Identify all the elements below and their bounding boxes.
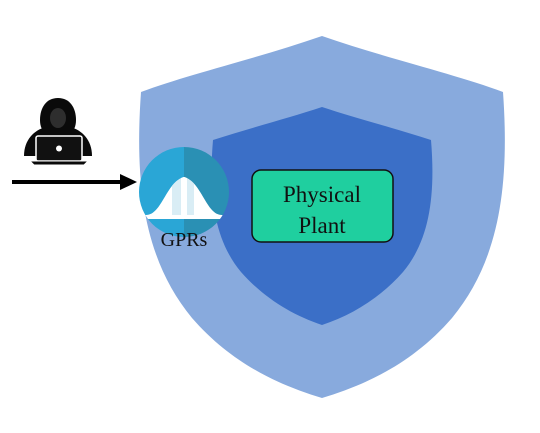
arrow-right-icon	[12, 174, 137, 190]
plant-label-line2: Plant	[298, 213, 346, 238]
hacker-icon	[24, 98, 92, 166]
plant-label-line1: Physical	[283, 182, 361, 207]
physical-plant-box: Physical Plant	[251, 169, 394, 243]
gpr-label: GPRs	[161, 229, 208, 251]
